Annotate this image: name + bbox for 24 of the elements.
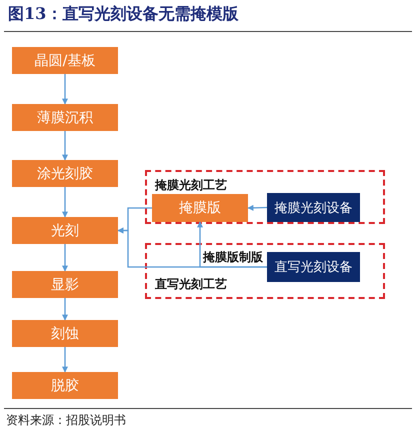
source-note: 资料来源：招股说明书 xyxy=(6,412,126,429)
process-box: 薄膜沉积 xyxy=(12,104,118,131)
process-box: 刻蚀 xyxy=(12,320,118,347)
process-box: 涂光刻胶 xyxy=(12,160,118,187)
arrow xyxy=(62,244,68,272)
arrow xyxy=(62,187,68,218)
arrow xyxy=(247,204,268,211)
arrow xyxy=(62,347,68,373)
process-box: 脱胶 xyxy=(12,372,118,399)
arrow xyxy=(62,131,68,161)
arrow xyxy=(117,228,267,268)
process-box: 晶圆/基板 xyxy=(12,47,118,74)
group-heading: 掩膜光刻工艺 xyxy=(155,177,227,194)
process-box: 掩膜版 xyxy=(152,194,248,222)
figure-title: 图13：直写光刻设备无需掩模版 xyxy=(8,4,238,25)
group-heading: 直写光刻工艺 xyxy=(155,276,227,293)
dashed-group-frame xyxy=(145,170,385,224)
process-box: 显影 xyxy=(12,271,118,298)
equipment-box: 掩膜光刻设备 xyxy=(267,193,360,222)
equipment-box: 直写光刻设备 xyxy=(267,252,360,282)
process-box: 光刻 xyxy=(12,217,118,244)
edge-label: 掩膜版制版 xyxy=(202,249,264,266)
arrow xyxy=(62,298,68,321)
arrow xyxy=(62,74,68,105)
